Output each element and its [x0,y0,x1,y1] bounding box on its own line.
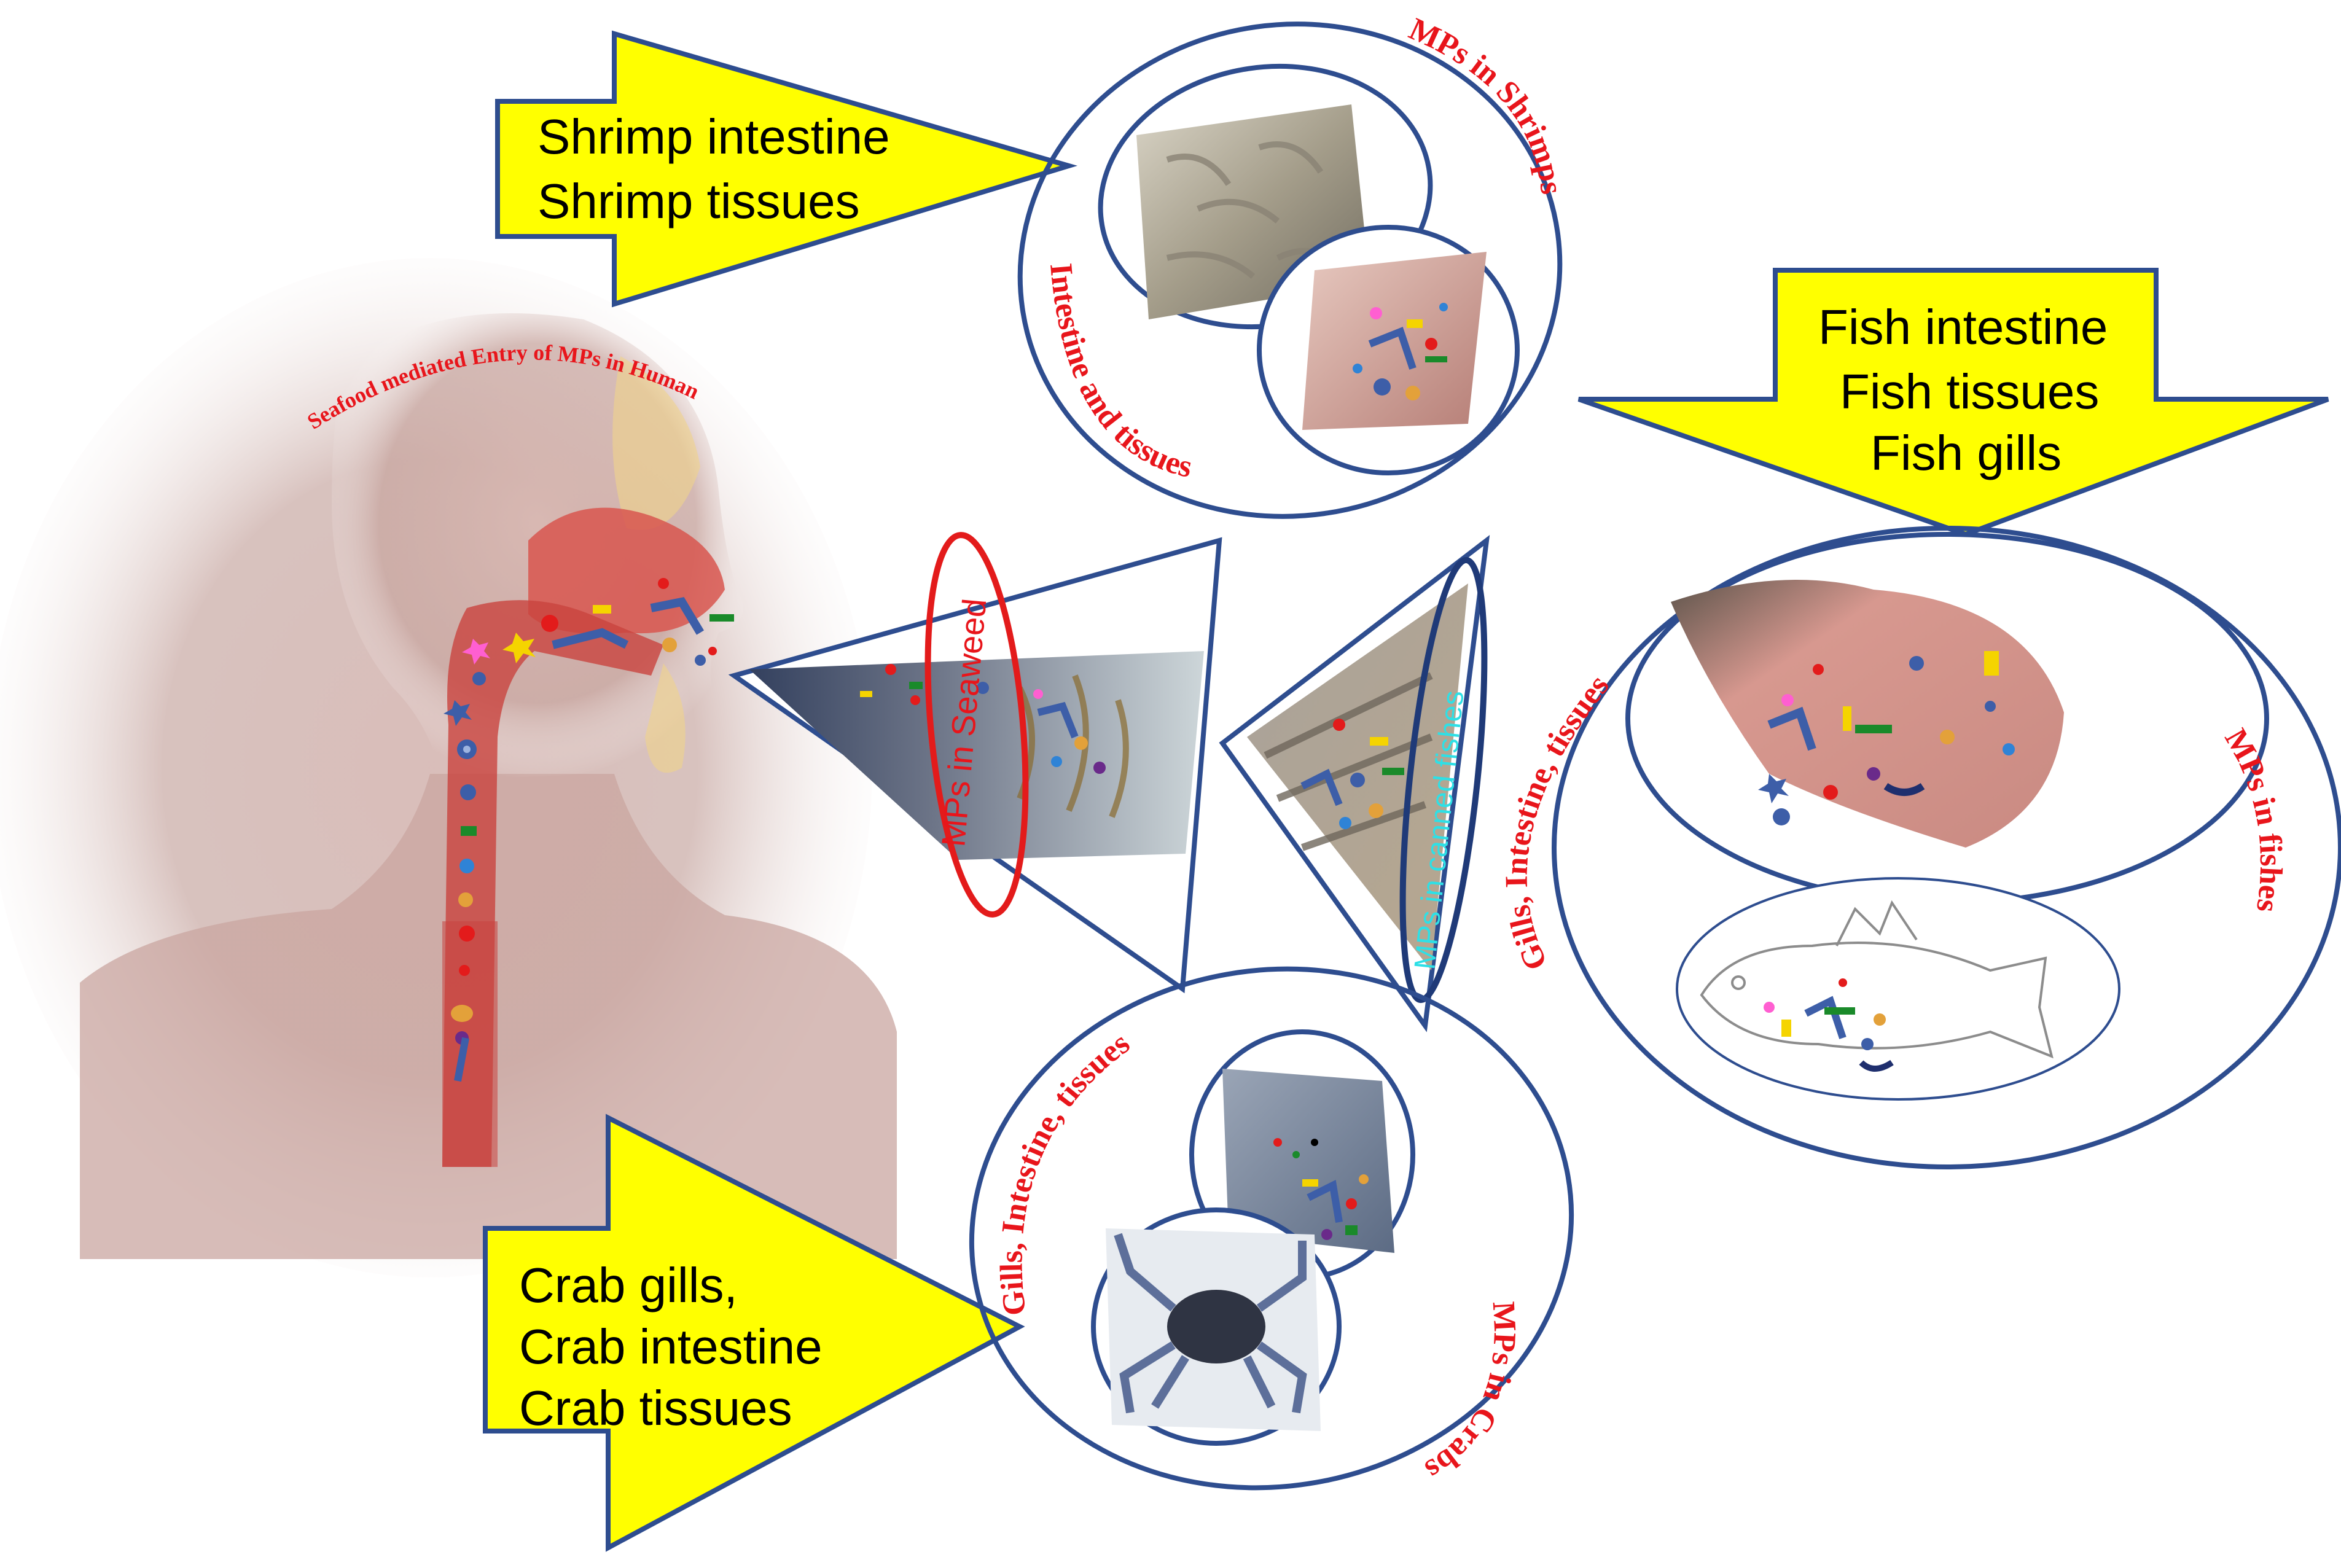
shrimp-callout-line-1: Shrimp intestine [537,109,890,164]
crab-ring: Gills, Intestine, tissues MPs in Crabs [969,966,1574,1491]
crab-callout-line-3: Crab tissues [519,1381,792,1435]
crab-callout: Crab gills, Crab intestine Crab tissues [483,1114,1025,1552]
canned-triangle: MPs in canned fishes [1219,534,1490,1032]
fish-callout-line-2: Fish tissues [1840,364,2099,419]
shrimp-tissue-microplastics [1353,303,1448,400]
fish-callout-line-1: Fish intestine [1818,300,2108,354]
human-figure [0,258,897,1277]
fish-callout-line-3: Fish gills [1870,426,2062,480]
fish-ring: Gills, Intestine, tissues MPs in fishes [1499,526,2341,1169]
canned-microplastics [1300,719,1404,829]
shrimp-tissue-photo [1302,252,1487,430]
seaweed-microplastics [860,664,1106,774]
fish-callout: Fish intestine Fish tissues Fish gills [1577,268,2329,537]
fish-outline-microplastics [1764,978,1894,1072]
shrimp-ring: MPs in Shrimps Intestine and tissues [1017,12,1569,519]
crab-drawing [1114,1233,1307,1414]
fish-outline-drawing [1700,900,2054,1059]
fish-fillet-photo [1671,580,2064,848]
seaweed-triangle: MPs in Seaweed [728,532,1222,994]
crab-callout-line-1: Crab gills, [519,1258,738,1313]
sinus-yellow [612,356,700,530]
shrimp-callout-line-2: Shrimp tissues [537,174,860,228]
fish-ring-label-right: MPs in fishes [2218,723,2288,915]
seaweed-highlight-ellipse [924,532,1029,918]
shrimp-callout: Shrimp intestine Shrimp tissues [495,30,1078,308]
fish-fillet-microplastics [1758,651,2015,825]
shrimp-bodies [1166,141,1348,279]
human-microplastics [444,578,734,1082]
crab-callout-line-2: Crab intestine [519,1319,823,1374]
esophagus-fade [442,921,498,1167]
jaw-yellow [645,663,686,773]
canned-highlight-ellipse [1399,556,1488,1004]
crab-ring-label-bottom: MPs in Crabs [1419,1301,1522,1488]
crab-gill-microplastics [1273,1138,1369,1240]
seaweed-photo [749,651,1204,860]
